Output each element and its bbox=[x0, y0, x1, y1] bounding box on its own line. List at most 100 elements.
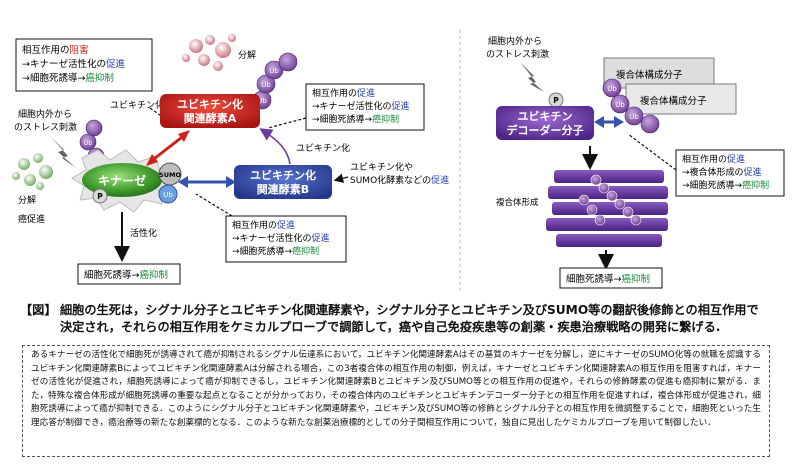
decoder-box bbox=[496, 106, 594, 140]
degradation-label-left: 分解 bbox=[18, 194, 36, 206]
ub-label-kinase-blue: Ub bbox=[163, 191, 173, 199]
box-b-line3: →細胞死誘導→ bbox=[232, 245, 293, 257]
box-tr-line1: 相互作用の bbox=[312, 87, 357, 99]
ub-icon-kinase bbox=[158, 184, 178, 204]
svg-text:相互作用の阻害: 相互作用の阻害 bbox=[22, 44, 89, 56]
phospho-label-decoder: P bbox=[553, 96, 559, 105]
box-r-keyword2: 促進 bbox=[744, 166, 762, 178]
svg-text:→細胞死誘導→癌抑制: →細胞死誘導→癌抑制 bbox=[232, 245, 319, 257]
enzyme-a-box bbox=[160, 94, 260, 128]
dashed-arrow-box-r bbox=[627, 133, 677, 171]
phospho-icon-kinase bbox=[92, 188, 108, 204]
svg-text:細胞死誘導→癌抑制: 細胞死誘導→癌抑制 bbox=[84, 269, 168, 281]
result-box-left bbox=[77, 263, 181, 285]
box-tl-line2: →キナーゼ活性化の bbox=[22, 58, 106, 70]
lightning-bolt-icon-left bbox=[50, 136, 76, 168]
caption-line1: 細胞の生死は，シグナル分子とユビキチン化関連酵素や，シグナル分子とユビキチン及び… bbox=[60, 303, 759, 317]
svg-text:細胞死誘導→癌抑制: 細胞死誘導→癌抑制 bbox=[566, 273, 650, 285]
ub-a-1: Ub bbox=[257, 97, 267, 105]
svg-text:相互作用の促進: 相互作用の促進 bbox=[232, 219, 295, 231]
degradation-debris-left bbox=[12, 153, 53, 190]
summary-box: あるキナーゼの活性化で細胞死が誘導されて癌が抑制されるシグナル伝達系において，ユ… bbox=[22, 345, 770, 457]
result-left-keyword: 癌抑制 bbox=[139, 269, 168, 281]
ub-chain-right: Ub Ub Ub bbox=[602, 78, 660, 134]
box-r-line3: →細胞死誘導→ bbox=[682, 179, 743, 191]
red-arrowhead-2 bbox=[178, 130, 190, 142]
result-right-text: 細胞死誘導→ bbox=[566, 273, 622, 285]
interaction-box-right bbox=[675, 149, 785, 197]
blue-arrowhead-2 bbox=[226, 176, 236, 188]
enzyme-b-line2: 関連酵素B bbox=[257, 182, 309, 196]
stress-label-left-1: 細胞内外から bbox=[18, 108, 72, 120]
box-tr-keyword2: 促進 bbox=[392, 100, 410, 112]
lightning-bolt-icon-right bbox=[520, 62, 544, 92]
interaction-box-bottom bbox=[225, 215, 347, 263]
decoder-line2: デコーダー分子 bbox=[507, 123, 584, 137]
box-tr-line3: →細胞死誘導→ bbox=[312, 113, 373, 125]
ub-r-1: Ub bbox=[607, 85, 617, 93]
box-b-keyword2: 促進 bbox=[312, 232, 330, 244]
figure-caption: 【図】細胞の生死は，シグナル分子とユビキチン化関連酵素や，シグナル分子とユビキチ… bbox=[20, 302, 790, 336]
box-r-line1: 相互作用の bbox=[682, 153, 727, 165]
purple-arrow-b-to-a bbox=[259, 128, 291, 165]
kinase-ellipse bbox=[82, 163, 162, 197]
svg-text:→キナーゼ活性化の促進: →キナーゼ活性化の促進 bbox=[232, 232, 330, 244]
complex-member-label-1: 複合体構成分子 bbox=[616, 69, 683, 81]
svg-text:→細胞死誘導→癌抑制: →細胞死誘導→癌抑制 bbox=[682, 179, 769, 191]
caption-line2: 決定され，それらの相互作用をケミカルプローブで調節して，癌や自己免疫疾患等の創薬… bbox=[60, 320, 721, 334]
box-b-keyword1: 促進 bbox=[277, 219, 295, 231]
stress-label-right-2: のストレス刺激 bbox=[486, 48, 549, 60]
ubiquitination-label-1: ユビキチン化 bbox=[110, 99, 164, 111]
ub-k-2: Ub bbox=[84, 139, 93, 147]
box-b-line1: 相互作用の bbox=[232, 219, 277, 231]
enzyme-a-line2: 関連酵素A bbox=[184, 111, 237, 125]
ub-r-3: Ub bbox=[629, 113, 639, 121]
result-box-right bbox=[559, 267, 663, 289]
box-b-line2: →キナーゼ活性化の bbox=[232, 232, 312, 244]
enzyme-b-line1: ユビキチン化 bbox=[250, 168, 316, 182]
svg-text:SUMO化酵素などの促進: SUMO化酵素などの促進 bbox=[350, 174, 449, 186]
ub-a-2: Ub bbox=[261, 81, 271, 89]
degradation-debris-top bbox=[182, 34, 236, 71]
svg-text:→細胞死誘導→癌抑制: →細胞死誘導→癌抑制 bbox=[22, 72, 114, 84]
box-tl-keyword2: 促進 bbox=[106, 58, 126, 70]
right-note-line2: SUMO化酵素などの bbox=[350, 174, 431, 186]
ub-a-3: Ub bbox=[269, 67, 279, 75]
degradation-label-top: 分解 bbox=[238, 49, 256, 61]
interaction-box-top-right bbox=[305, 83, 425, 131]
stress-label-left-2: のストレス刺激 bbox=[14, 121, 77, 133]
decoder-line1: ユビキチン bbox=[518, 109, 573, 123]
complex-formation-label: 複合体形成 bbox=[496, 197, 539, 208]
interaction-box-top-left bbox=[15, 38, 153, 92]
box-tl-keyword1: 阻害 bbox=[70, 44, 89, 56]
activation-label: 活性化 bbox=[130, 227, 157, 239]
box-r-keyword1: 促進 bbox=[727, 153, 745, 165]
complex-member-box-back bbox=[603, 57, 715, 89]
svg-text:→キナーゼ活性化の促進: →キナーゼ活性化の促進 bbox=[22, 58, 125, 70]
stress-label-right-1: 細胞内外から bbox=[488, 35, 542, 47]
svg-text:相互作用の促進: 相互作用の促進 bbox=[312, 87, 375, 99]
dashed-arrow-box-tr bbox=[267, 117, 307, 129]
svg-text:相互作用の促進: 相互作用の促進 bbox=[682, 153, 745, 165]
box-tl-line3: →細胞死誘導→ bbox=[22, 72, 85, 84]
red-double-arrow bbox=[149, 132, 187, 164]
box-r-keyword3: 癌抑制 bbox=[742, 179, 769, 191]
blue-arrowhead-1 bbox=[178, 176, 188, 188]
box-tr-keyword3: 癌抑制 bbox=[372, 113, 399, 125]
enzyme-b-box bbox=[234, 165, 332, 199]
right-note-line1: ユビキチン化や bbox=[350, 161, 413, 173]
blue-arrowhead-r2 bbox=[614, 116, 624, 128]
box-r-line2: →複合体形成の bbox=[682, 166, 744, 178]
sumo-label: SUMO bbox=[159, 171, 181, 179]
box-tr-keyword1: 促進 bbox=[357, 87, 375, 99]
blue-arrowhead-r1 bbox=[594, 116, 604, 128]
ub-r-2: Ub bbox=[615, 101, 625, 109]
phospho-label-kinase: P bbox=[97, 192, 103, 201]
result-left-text: 細胞死誘導→ bbox=[84, 269, 140, 281]
box-b-keyword3: 癌抑制 bbox=[292, 245, 319, 257]
result-right-keyword: 癌抑制 bbox=[621, 273, 650, 285]
cancer-promotion-label: 癌促進 bbox=[18, 213, 45, 225]
enzyme-a-line1: ユビキチン化 bbox=[177, 97, 243, 111]
box-tl-line1: 相互作用の bbox=[22, 44, 70, 56]
svg-text:→複合体形成の促進: →複合体形成の促進 bbox=[682, 166, 762, 178]
